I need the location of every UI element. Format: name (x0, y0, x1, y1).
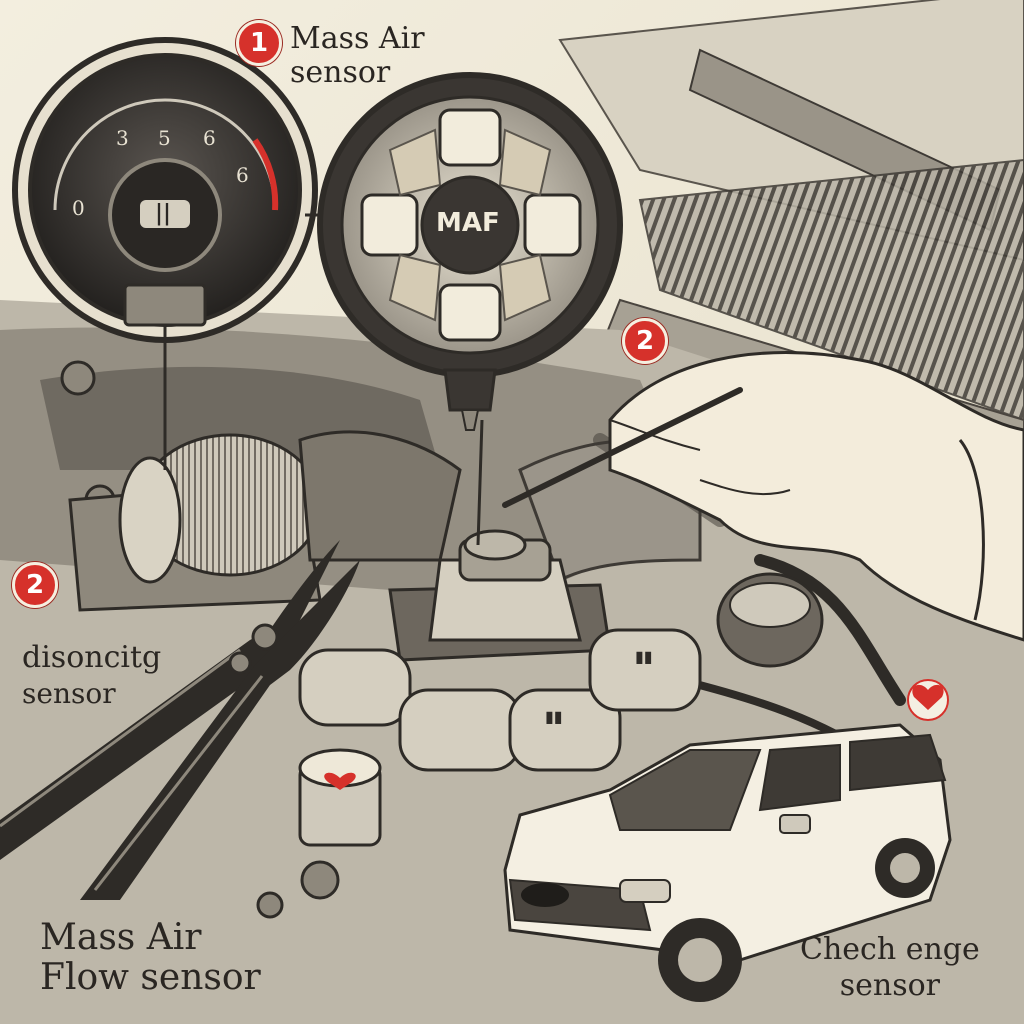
step-1-label-line1: Mass Air (290, 21, 425, 56)
step-2-label-line2: sensor (22, 677, 116, 710)
step-2-label-line1: disoncitg (22, 640, 162, 675)
gauge-tick-6b: 6 (236, 163, 249, 187)
maf-housing (388, 419, 612, 662)
step-2-badge-left: 2 (12, 562, 58, 608)
maf-flow-label-line2: Flow sensor (40, 957, 261, 998)
check-engine-label-line2: sensor (839, 968, 940, 1003)
gauge-center-mark: || (155, 200, 172, 226)
step-1-label: Mass Air sensor (290, 22, 425, 90)
reservoir-cap (298, 748, 382, 847)
gauge-icon (12, 37, 318, 470)
gauge-tick-0: 0 (72, 196, 85, 220)
heart-icon (907, 679, 949, 721)
check-engine-label: Chech enge sensor (800, 932, 980, 1004)
check-engine-label-line1: Chech enge (800, 932, 980, 967)
maf-flow-label: Mass Air Flow sensor (40, 918, 261, 998)
gauge-tick-3: 3 (116, 126, 129, 150)
svg-text:▮▮: ▮▮ (635, 647, 653, 666)
air-filter (68, 430, 462, 612)
step-1-label-line2: sensor (290, 55, 391, 90)
hand-icon (502, 351, 1024, 642)
gauge-tick-5: 5 (158, 126, 171, 150)
step-1-badge: 1 (236, 20, 282, 66)
gauge-tick-6a: 6 (203, 126, 216, 150)
valve-covers: ▮▮ ▮▮ (298, 628, 702, 772)
step-2-badge-right: 2 (622, 318, 668, 364)
maf-sensor-icon (317, 72, 623, 431)
pliers-icon (0, 540, 360, 900)
maf-face-text: MAF (436, 208, 500, 238)
maf-flow-label-line1: Mass Air (40, 917, 202, 958)
suv-icon (503, 723, 952, 1002)
step-2-label: disoncitg sensor (22, 640, 161, 712)
svg-text:▮▮: ▮▮ (545, 707, 563, 726)
